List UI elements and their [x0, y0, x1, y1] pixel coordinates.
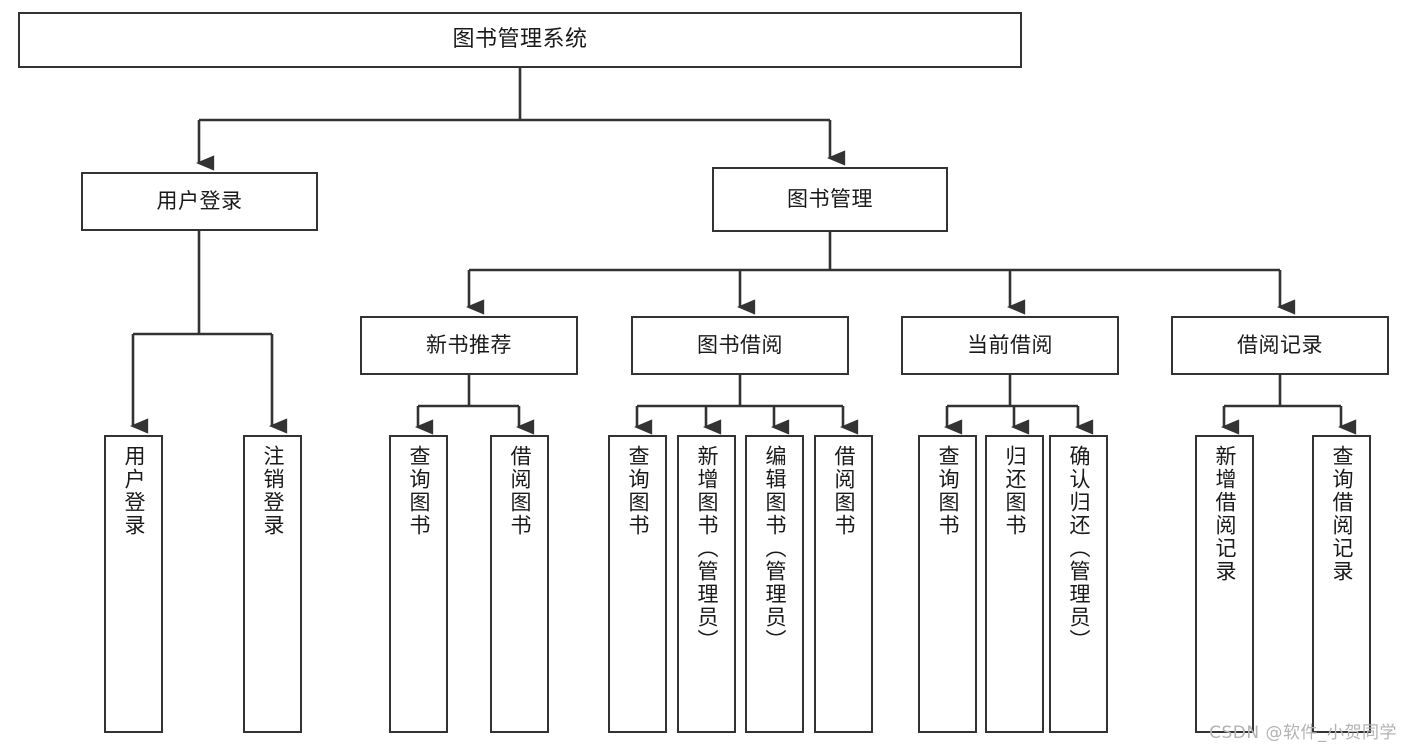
leaf-logout[interactable]: 注销登录	[243, 435, 302, 733]
node-label: 注销登录	[261, 445, 285, 537]
node-label: 图书借阅	[697, 333, 783, 358]
node-label: 借阅图书	[832, 445, 856, 537]
node-label: 当前借阅	[967, 333, 1053, 358]
node-label: 图书管理	[787, 187, 873, 212]
node-new-book-recommendation[interactable]: 新书推荐	[360, 316, 578, 375]
leaf-borrow-book-new-book[interactable]: 借阅图书	[490, 435, 549, 733]
leaf-query-book-new-book[interactable]: 查询图书	[389, 435, 448, 733]
node-book-borrowing[interactable]: 图书借阅	[631, 316, 849, 375]
node-label: 查询借阅记录	[1330, 445, 1354, 583]
node-label: 新书推荐	[426, 333, 512, 358]
node-label: 用户登录	[156, 189, 243, 214]
leaf-user-login[interactable]: 用户登录	[104, 435, 163, 733]
node-label: 借阅图书	[508, 445, 532, 537]
node-label: 借阅记录	[1237, 333, 1323, 358]
node-label: 新增借阅记录	[1213, 445, 1237, 583]
node-label: 确认归还（管理员）	[1067, 445, 1091, 652]
node-label: 查询图书	[626, 445, 650, 537]
leaf-query-book-borrowing[interactable]: 查询图书	[608, 435, 667, 733]
leaf-edit-book-admin[interactable]: 编辑图书（管理员）	[745, 435, 804, 733]
leaf-add-book-admin[interactable]: 新增图书（管理员）	[677, 435, 736, 733]
node-label: 查询图书	[936, 445, 960, 537]
node-label: 编辑图书（管理员）	[763, 445, 787, 652]
node-label: 查询图书	[407, 445, 431, 537]
node-book-management[interactable]: 图书管理	[712, 167, 948, 232]
leaf-add-borrowing-record[interactable]: 新增借阅记录	[1195, 435, 1254, 733]
node-root-book-management-system[interactable]: 图书管理系统	[18, 12, 1022, 68]
node-label: 归还图书	[1003, 445, 1027, 537]
leaf-query-book-current[interactable]: 查询图书	[918, 435, 977, 733]
leaf-confirm-return-admin[interactable]: 确认归还（管理员）	[1049, 435, 1108, 733]
node-borrowing-record[interactable]: 借阅记录	[1171, 316, 1389, 375]
node-label: 新增图书（管理员）	[695, 445, 719, 652]
watermark-text: CSDN @软件_小贺同学	[1209, 723, 1397, 743]
leaf-query-borrowing-record[interactable]: 查询借阅记录	[1312, 435, 1371, 733]
node-user-login[interactable]: 用户登录	[81, 172, 318, 231]
node-label: 图书管理系统	[452, 27, 588, 53]
leaf-return-book[interactable]: 归还图书	[985, 435, 1044, 733]
leaf-borrow-book-borrowing[interactable]: 借阅图书	[814, 435, 873, 733]
node-label: 用户登录	[122, 445, 146, 537]
node-current-borrowing[interactable]: 当前借阅	[901, 316, 1119, 375]
